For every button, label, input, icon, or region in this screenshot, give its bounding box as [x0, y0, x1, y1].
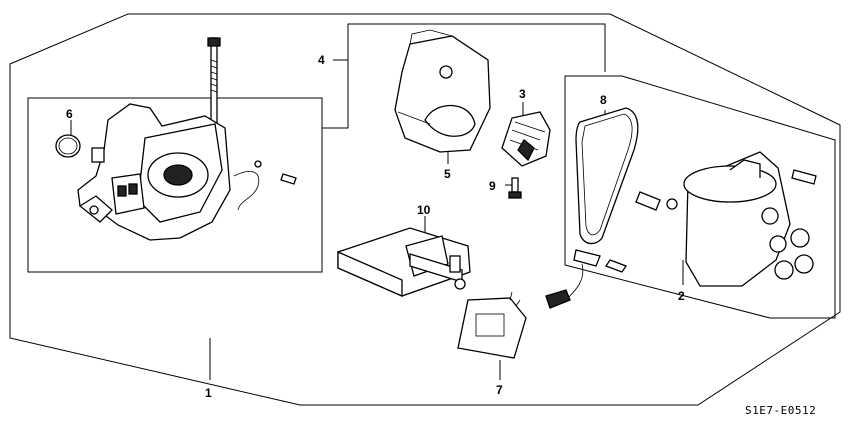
figure-code: S1E7-E0512	[745, 404, 816, 417]
distributor-cap	[635, 151, 817, 287]
cap-gasket	[575, 107, 639, 245]
distributor-cap-box	[564, 75, 836, 319]
callout-10: 10	[417, 203, 431, 217]
rotor	[501, 111, 551, 167]
callout-2: 2	[678, 289, 685, 303]
callout-1: 1	[205, 386, 212, 400]
callout-9: 9	[489, 179, 496, 193]
rotor-screw	[508, 177, 522, 199]
o-ring	[55, 134, 81, 158]
ignition-control-module	[457, 291, 527, 359]
callout-3: 3	[519, 87, 526, 101]
wire-lead	[545, 249, 627, 309]
assembly-boundary-outer	[9, 13, 841, 406]
callout-4: 4	[318, 53, 325, 67]
distributor-housing-box	[27, 97, 323, 273]
rotor-cover	[394, 29, 491, 153]
callout-5: 5	[444, 167, 451, 181]
ignition-coil	[337, 227, 471, 297]
distributor-housing	[77, 37, 297, 241]
leader-lines	[70, 23, 684, 380]
callout-7: 7	[496, 383, 503, 397]
callout-8: 8	[600, 93, 607, 107]
callout-6: 6	[66, 107, 73, 121]
